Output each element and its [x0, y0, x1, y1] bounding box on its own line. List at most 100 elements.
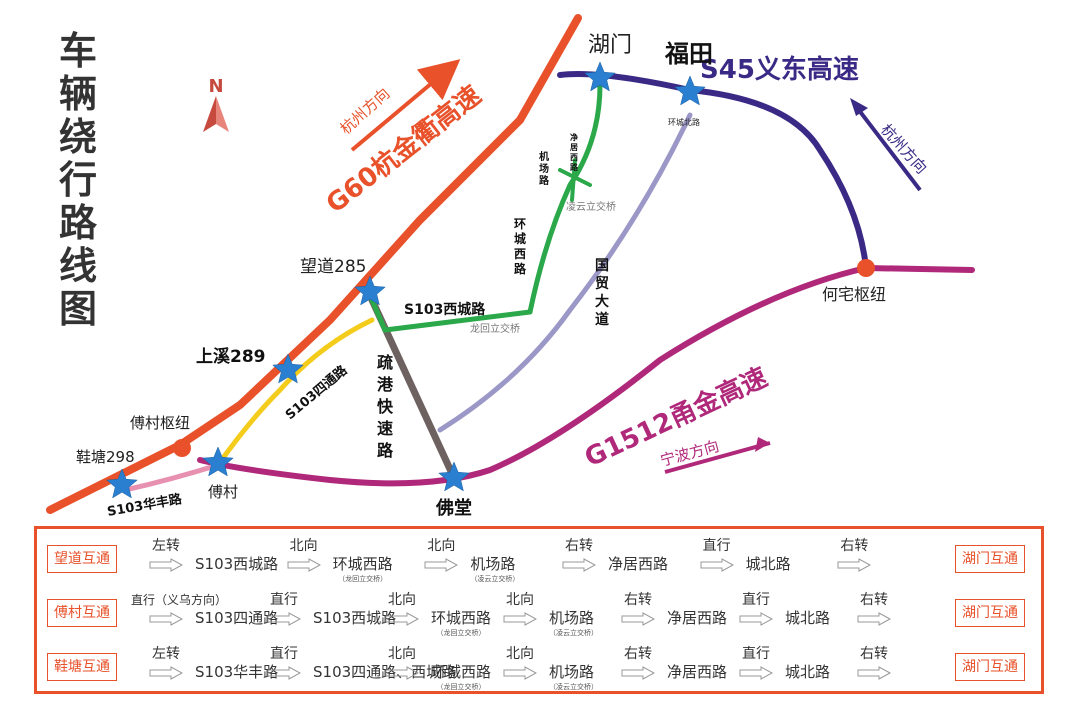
star-icon	[106, 468, 138, 499]
road-name: 净居西路	[608, 555, 669, 573]
turn-label: 北向	[289, 538, 318, 554]
road-label-char: 净	[570, 132, 578, 142]
road-name: 城北路	[745, 555, 791, 573]
road-label-char: 路	[539, 174, 550, 187]
road-label-char: 大	[595, 293, 609, 310]
turn-label: 北向	[506, 646, 534, 662]
road-label-char: 路	[514, 261, 527, 276]
xietang-label: 鞋塘298	[76, 448, 135, 466]
arrow-icon	[503, 612, 537, 626]
route-step: 北向	[367, 591, 437, 626]
road-name: 净居西路	[667, 663, 728, 681]
hangzhou-left-label: 杭州方向	[337, 84, 394, 138]
turn-label: 北向	[388, 646, 416, 662]
route-step: 北向	[485, 591, 555, 626]
route-step: 北向	[406, 537, 476, 572]
jichang-cross-road	[558, 158, 592, 202]
arrow-icon	[621, 666, 655, 680]
turn-label: 直行	[702, 538, 731, 554]
star-icon	[584, 61, 616, 92]
road-label-char: 环	[514, 217, 526, 231]
road-label-char: 机	[539, 150, 549, 163]
s103-huafeng-road	[122, 462, 221, 493]
arrow-icon	[267, 666, 301, 680]
s103-sitong-road	[215, 317, 375, 468]
turn-label: 直行	[270, 592, 298, 608]
turn-label: 北向	[388, 592, 416, 608]
bridge-note: （凌云立交桥）	[549, 629, 598, 637]
huancheng-west-road	[527, 82, 603, 315]
bridge-note: （龙回立交桥）	[338, 575, 388, 583]
wangdao-label: 望道285	[300, 257, 366, 277]
turn-label: 右转	[860, 592, 888, 608]
route-step: 右转	[839, 645, 909, 680]
road-name: S103四通路、西城路	[313, 663, 457, 681]
route-step: 左转	[131, 645, 201, 680]
s103-huafeng-label: S103华丰路	[106, 491, 184, 520]
turn-label: 左转	[152, 538, 180, 554]
star-icon	[272, 353, 304, 384]
road-label-char: 贸	[595, 275, 609, 292]
arrow-icon	[149, 612, 183, 626]
road-label-char: 路	[377, 441, 394, 460]
road-label-char: 场	[539, 162, 549, 175]
start-interchange: 望道互通	[47, 545, 117, 573]
s45-label: S45义东高速	[700, 54, 859, 85]
bridge-note: （龙回立交桥）	[436, 629, 486, 637]
road-name: 城北路	[785, 609, 831, 627]
turn-label: 右转	[860, 646, 888, 662]
route-step: 右转	[603, 645, 673, 680]
route-step: 右转	[603, 591, 673, 626]
route-step: 右转	[544, 537, 614, 572]
s45-highway	[557, 71, 869, 271]
humen-label: 湖门	[588, 33, 632, 58]
arrow-icon	[700, 558, 734, 572]
road-label-char: 港	[377, 375, 394, 394]
fucun-label: 傅村	[208, 483, 238, 501]
road-name: 环城西路（龙回立交桥）	[332, 555, 393, 583]
road-label-char: 疏	[377, 353, 393, 372]
arrow-icon	[149, 558, 183, 572]
hezhai-hub-marker	[857, 259, 875, 277]
arrow-icon	[857, 666, 891, 680]
turn-label: 直行	[270, 646, 298, 662]
bridge-note: （龙回立交桥）	[436, 683, 486, 691]
turn-label: 右转	[624, 646, 652, 662]
star-markers	[106, 61, 706, 499]
route-step: 直行	[249, 591, 319, 626]
s103-west-label: S103西城路	[404, 301, 486, 318]
road-name: 机场路（凌云立交桥）	[470, 555, 520, 583]
route-step: 北向	[485, 645, 555, 680]
end-interchange: 湖门互通	[955, 653, 1025, 681]
turn-label: 右转	[624, 592, 652, 608]
arrow-icon	[287, 558, 321, 572]
turn-label: 直行	[742, 592, 770, 608]
arrow-icon	[385, 612, 419, 626]
arrow-icon	[739, 612, 773, 626]
title-char: 行	[59, 158, 97, 202]
road-label-char: 速	[377, 419, 393, 438]
road-label-char: 道	[595, 311, 609, 328]
end-interchange: 湖门互通	[955, 545, 1025, 573]
arrow-icon	[424, 558, 459, 572]
route-step: 北向	[367, 645, 437, 680]
arrow-icon	[149, 666, 183, 680]
arrow-icon	[621, 612, 655, 626]
compass-icon: N	[203, 76, 229, 132]
hangzhou-left-arrow	[350, 59, 461, 152]
road-name: 环城西路（龙回立交桥）	[431, 609, 492, 637]
road-name: S103四通路	[195, 609, 279, 627]
g1512-highway	[197, 264, 975, 487]
star-icon	[674, 75, 706, 106]
g60-label: G60杭金衢高速	[320, 80, 487, 220]
arrow-icon	[857, 612, 891, 626]
title-char: 路	[59, 201, 98, 245]
road-name: 机场路（凌云立交桥）	[549, 609, 598, 637]
route-step: 直行	[682, 537, 752, 572]
